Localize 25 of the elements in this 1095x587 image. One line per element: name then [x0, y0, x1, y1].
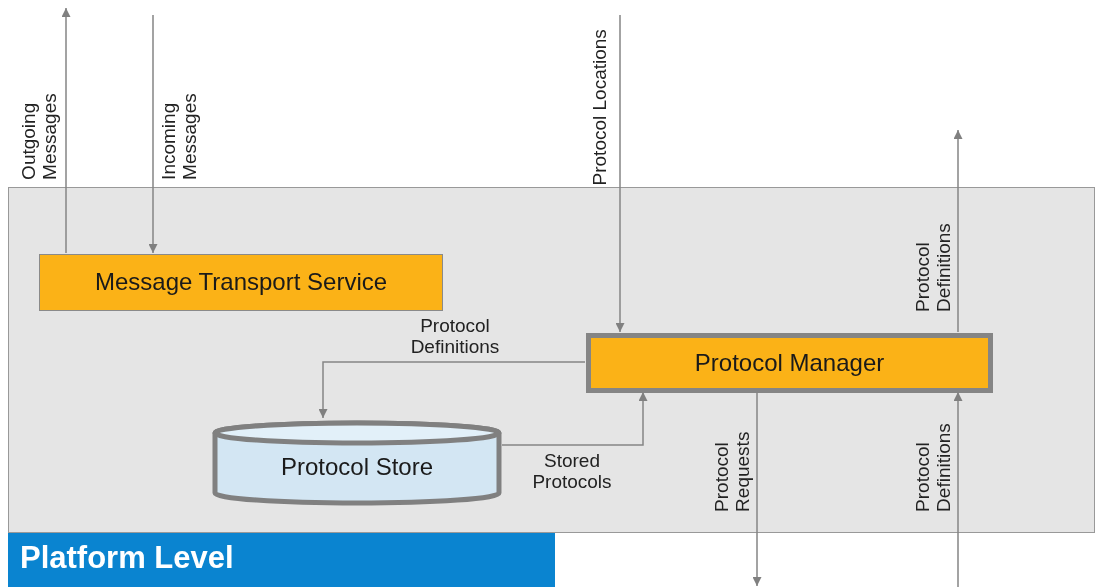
level-title: Platform Level	[20, 540, 235, 576]
edge-label: Protocol Definitions	[913, 422, 955, 512]
arrow	[953, 129, 963, 333]
level-panel	[8, 187, 1095, 533]
edge-label: Stored Protocols	[531, 451, 613, 493]
edge-label: Protocol Locations	[589, 27, 611, 185]
arrow	[501, 391, 648, 446]
arrow	[148, 14, 158, 254]
edge-label: Protocol Requests	[712, 430, 754, 512]
edge-label: Protocol Definitions	[409, 316, 501, 358]
arrow	[752, 391, 762, 587]
edge-label: Outgoing Messages	[19, 92, 61, 180]
node-label: Protocol Manager	[693, 349, 886, 377]
arrow	[953, 391, 963, 587]
arrow	[61, 7, 71, 254]
node-label: Protocol Store	[279, 453, 435, 481]
arrow	[615, 14, 625, 333]
node-label: Message Transport Service	[93, 268, 389, 296]
arrow	[318, 361, 586, 419]
edge-label: Protocol Definitions	[913, 222, 955, 312]
edge-label: Incoming Messages	[159, 92, 201, 180]
level-banner	[8, 533, 555, 587]
process-box	[586, 333, 993, 393]
database-cylinder	[211, 419, 503, 507]
process-box	[39, 254, 443, 311]
